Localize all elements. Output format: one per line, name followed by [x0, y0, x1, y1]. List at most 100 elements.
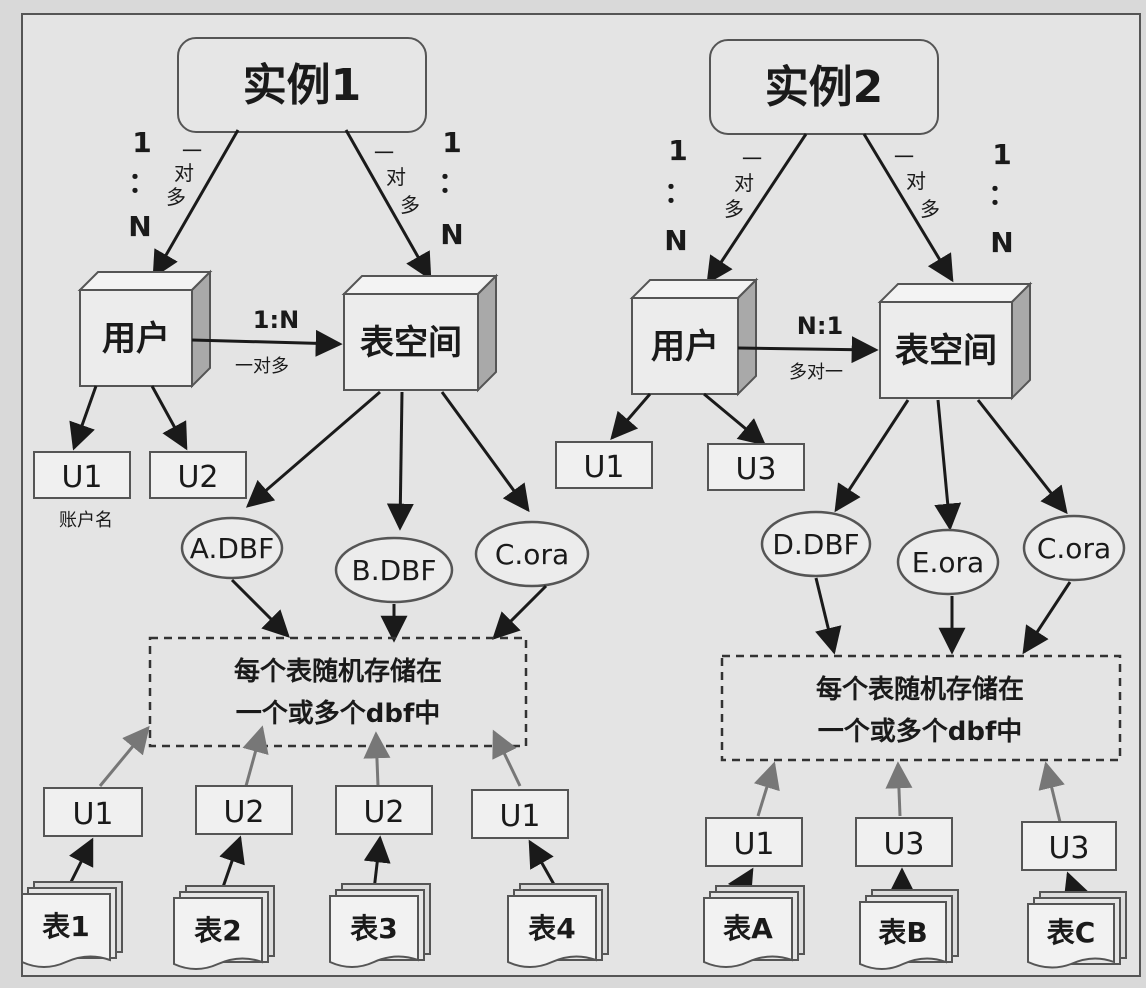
annot-r2-2: 多: [920, 197, 940, 221]
arrow-instance1-tablespace: [344, 129, 432, 281]
arrow-owner-r3-storage: [1038, 761, 1065, 823]
tablespace-cube-left: 表空间: [341, 273, 499, 393]
arrow-instance1-user: [152, 129, 240, 279]
table-4-label: 表4: [528, 912, 575, 945]
datafile-b-oval: [334, 536, 454, 604]
arrow-user-u3-right: [703, 392, 767, 446]
datafile-c-oval: [474, 520, 590, 588]
tablespace-cube-right: 表空间: [877, 281, 1033, 401]
user-ts-ratio-right: N:1: [797, 312, 843, 340]
datafile-d-label: D.DBF: [772, 528, 859, 561]
instance-1-label: 实例1: [243, 60, 362, 111]
arrow-owner1-storage: [98, 725, 150, 787]
arrow-a-storage: [230, 578, 290, 638]
table-b-label: 表B: [878, 916, 927, 949]
storage-note-right-line1: 每个表随机存储在: [816, 674, 1024, 705]
arrow-owner-r1-storage: [753, 761, 780, 817]
arrow-owner-r2-storage: [885, 761, 913, 817]
table-doc-a: 表A: [703, 885, 805, 968]
ratio-l1-mid: ：: [128, 166, 156, 199]
ratio-r2-top: 1: [992, 138, 1011, 171]
user-box-u3-right: [707, 443, 805, 491]
annot-r1-0: 一: [742, 147, 762, 171]
arrow-d-storage: [814, 577, 842, 655]
datafile-c2-label: C.ora: [1037, 532, 1111, 565]
instance-2-label: 实例2: [765, 62, 884, 113]
datafile-e-oval: [896, 528, 1000, 596]
owner-4: U1: [499, 799, 540, 834]
user-u2-left: U2: [177, 460, 218, 495]
storage-note-left-line1: 每个表随机存储在: [234, 656, 442, 687]
owner-box-2: [195, 785, 293, 835]
user-cube-right: 用户: [629, 277, 759, 397]
table-doc-1: 表1: [21, 881, 123, 968]
instance-2-box: [709, 39, 939, 135]
arrow-user-u1-left: [69, 385, 98, 451]
arrow-user-tablespace-right: [737, 336, 879, 364]
ratio-l1-bottom: N: [128, 210, 151, 243]
user-ts-annot-left: 一对多: [235, 356, 289, 377]
arrow-user-u1-right: [610, 393, 652, 441]
user-label-left: 用户: [102, 319, 170, 359]
ratio-l1-top: 1: [132, 126, 151, 159]
instance-2-group: 实例2 1 ： N 一 对 多 1 ： N 一 对 多 用户 表空间 N:1: [555, 39, 1127, 970]
owner-3: U2: [363, 795, 404, 830]
owner-1: U1: [72, 797, 113, 832]
user-u1-right: U1: [583, 450, 624, 485]
arrow-ts-a-left: [245, 390, 381, 508]
instance-1-group: 实例1 1 ： N 一 对 多 1 ： N 一 对 多 用户 表空间: [21, 37, 609, 970]
arrow-table2-owner: [219, 835, 245, 891]
owner-box-4: [471, 789, 569, 839]
table-1-label: 表1: [42, 910, 89, 943]
user-caption-left: 账户名: [59, 510, 113, 531]
ratio-l2-bottom: N: [440, 218, 463, 251]
table-c-label: 表C: [1047, 916, 1096, 949]
table-doc-4: 表4: [507, 883, 609, 968]
ratio-l2-mid: ：: [438, 166, 466, 199]
storage-note-right-line2: 一个或多个dbf中: [818, 717, 1023, 747]
owner-box-3: [335, 785, 433, 835]
user-box-u1-right: [555, 441, 653, 489]
annot-r1-2: 多: [724, 197, 744, 221]
user-u1-left: U1: [61, 460, 102, 495]
annot-l1-1: 对: [174, 161, 194, 185]
storage-note-left-line2: 一个或多个dbf中: [236, 699, 441, 729]
annot-r1-1: 对: [734, 171, 754, 195]
table-3-label: 表3: [350, 912, 397, 945]
ratio-r2-mid: ：: [988, 178, 1016, 211]
arrow-ts-c-left: [440, 391, 530, 513]
annot-l2-2: 多: [400, 193, 420, 217]
ratio-l2-top: 1: [442, 126, 461, 159]
owner-r3: U3: [1048, 831, 1089, 866]
arrow-instance2-tablespace: [862, 133, 954, 283]
owner-box-r1: [705, 817, 803, 867]
arrow-owner2-storage: [242, 725, 269, 787]
owner-2: U2: [223, 795, 264, 830]
table-doc-c: 表C: [1027, 891, 1127, 969]
datafile-a-label: A.DBF: [190, 532, 274, 565]
owner-r1: U1: [733, 827, 774, 862]
user-box-u1-left: [33, 451, 131, 499]
datafile-c-label: C.ora: [495, 538, 569, 571]
ratio-r1-bottom: N: [664, 224, 687, 257]
datafile-b-label: B.DBF: [352, 554, 437, 587]
user-ts-ratio-left: 1:N: [253, 306, 299, 334]
annot-r2-1: 对: [906, 169, 926, 193]
arrow-table3-owner: [363, 835, 391, 891]
datafile-e-label: E.ora: [912, 546, 984, 579]
arrow-owner4-storage: [492, 729, 522, 787]
arrow-ts-b-left: [386, 391, 414, 531]
instance-1-box: [177, 37, 427, 133]
arrow-instance2-user: [706, 133, 808, 285]
annot-l2-1: 对: [386, 165, 406, 189]
user-label-right: 用户: [651, 327, 719, 367]
arrow-ts-d-right: [834, 399, 910, 513]
ratio-r1-mid: ：: [664, 176, 692, 209]
arrow-table4-owner: [528, 839, 558, 889]
arrow-owner3-storage: [363, 731, 391, 787]
arrow-user-tablespace-left: [191, 329, 343, 357]
ratio-r1-top: 1: [668, 134, 687, 167]
owner-r2: U3: [883, 827, 924, 862]
annot-l1-0: 一: [182, 139, 202, 163]
